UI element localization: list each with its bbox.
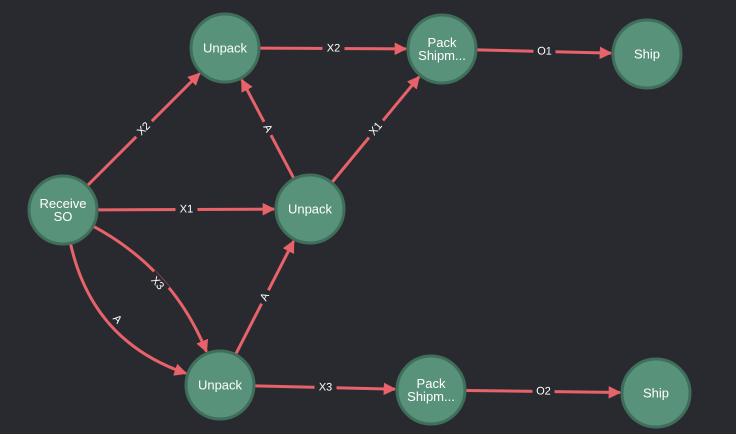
edge-label-text: O1 <box>537 45 552 57</box>
node-ship-top[interactable]: Ship <box>611 18 683 90</box>
node-circle <box>611 18 683 90</box>
edge-label-background <box>257 118 278 139</box>
node-circle <box>189 12 261 84</box>
edge-label: O2 <box>532 384 555 399</box>
edge-label-background <box>363 116 389 142</box>
node-unpack-top[interactable]: Unpack <box>189 12 261 84</box>
edge-label-background <box>533 44 556 59</box>
edge-label: X2 <box>322 41 345 56</box>
edge-label: X2 <box>131 116 157 142</box>
edge-label-background <box>144 270 170 297</box>
node-label: Pack <box>428 35 457 50</box>
node-label: Receive <box>40 196 87 211</box>
node-circle <box>406 13 478 85</box>
edge-label: A <box>255 287 275 307</box>
node-circle <box>274 173 346 245</box>
edge-label: X1 <box>363 116 389 142</box>
node-circle <box>184 349 256 421</box>
edge-label-text: X1 <box>180 203 194 215</box>
node-label: Ship <box>643 386 669 401</box>
edge-label: A <box>106 309 128 330</box>
edge-label: X3 <box>314 380 337 395</box>
edge-receive-to-unpack_bot <box>69 243 188 376</box>
edge-label-background <box>255 287 275 307</box>
edge-label-background <box>314 380 337 395</box>
node-ship-bot[interactable]: Ship <box>620 357 692 429</box>
edge-label: X1 <box>175 202 198 217</box>
node-unpack-bot[interactable]: Unpack <box>184 349 256 421</box>
edge-label-background <box>175 202 198 217</box>
edge-receive-to-unpack_bot <box>93 225 209 353</box>
nodes-layer: ReceiveSOUnpackUnpackUnpackPackShipm...P… <box>27 12 692 429</box>
node-unpack-mid[interactable]: Unpack <box>274 173 346 245</box>
node-pack-top[interactable]: PackShipm... <box>406 13 478 85</box>
node-label: Unpack <box>198 378 243 393</box>
node-circle <box>620 357 692 429</box>
edge-label: X3 <box>144 270 170 297</box>
edge-label-text: O2 <box>536 385 551 397</box>
node-label: Pack <box>417 376 446 391</box>
node-circle <box>27 174 99 246</box>
edge-label-background <box>532 384 555 399</box>
node-circle <box>395 354 467 426</box>
edge-label: O1 <box>533 44 556 59</box>
node-label: Unpack <box>203 41 248 56</box>
node-label: Unpack <box>288 202 333 217</box>
edge-label-background <box>131 116 157 142</box>
edge-label: A <box>257 118 278 139</box>
node-label: Ship <box>634 47 660 62</box>
edge-label-text: X2 <box>327 42 341 54</box>
node-label: SO <box>54 209 73 224</box>
edge-label-text: X3 <box>319 381 333 393</box>
node-label: Shipm... <box>407 389 455 404</box>
edge-label-background <box>106 309 128 330</box>
edge-label-background <box>322 41 345 56</box>
node-label: Shipm... <box>418 48 466 63</box>
node-pack-bot[interactable]: PackShipm... <box>395 354 467 426</box>
edges-layer <box>69 42 622 399</box>
